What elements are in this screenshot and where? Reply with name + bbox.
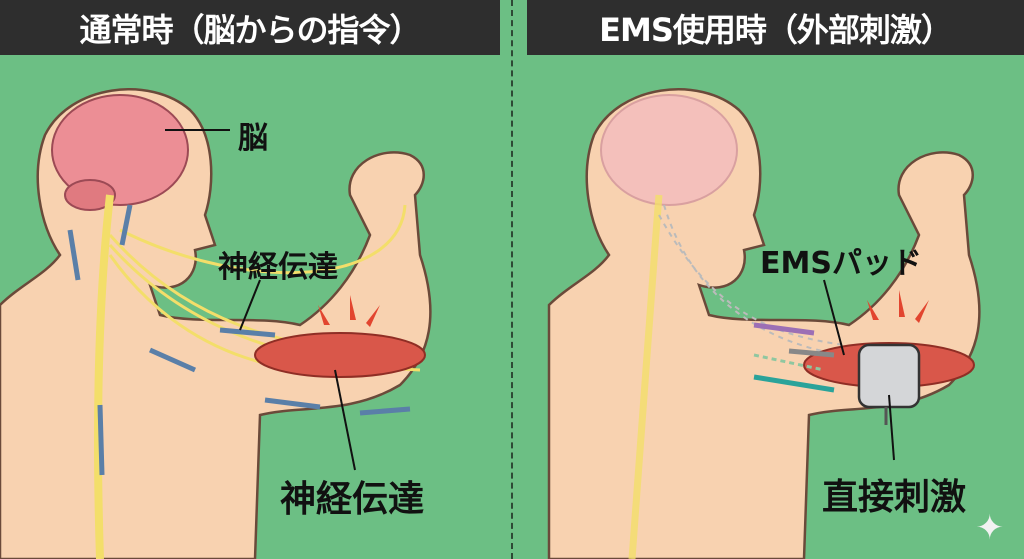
cerebellum xyxy=(64,179,116,211)
ems-pad-label: EMSパッド xyxy=(760,246,922,281)
nerve-transmission-label-lower: 神経伝達 xyxy=(280,479,425,520)
brain xyxy=(51,94,189,206)
signal-arrows xyxy=(67,204,411,476)
nerve-transmission-label-upper: 神経伝達 xyxy=(218,250,338,285)
panel-divider xyxy=(511,0,513,559)
normal-illustration xyxy=(0,88,432,559)
brain-label: 脳 xyxy=(238,121,268,156)
ems-panel-title: EMS使用時（外部刺激） xyxy=(527,0,1024,55)
direct-stimulus-label: 直接刺激 xyxy=(822,477,967,518)
normal-panel: 通常時（脳からの指令） 脳 神経伝達 神経伝達 xyxy=(0,0,511,559)
contraction-marks xyxy=(867,290,929,323)
spinal-cord-faded xyxy=(628,194,663,559)
brain-faded xyxy=(600,94,738,206)
biceps-muscle xyxy=(254,332,426,378)
contraction-marks xyxy=(318,295,380,327)
normal-panel-title: 通常時（脳からの指令） xyxy=(0,0,500,55)
sparkle-icon: ✦ xyxy=(975,508,1005,548)
ems-panel: EMS使用時（外部刺激） EMSパッド 直接刺激 xyxy=(514,0,1024,559)
stimulus-arrows xyxy=(753,322,835,393)
nerve-bundle xyxy=(108,204,421,372)
inactive-nerves xyxy=(658,204,845,356)
spinal-cord xyxy=(94,194,114,559)
ems-illustration xyxy=(547,88,981,559)
